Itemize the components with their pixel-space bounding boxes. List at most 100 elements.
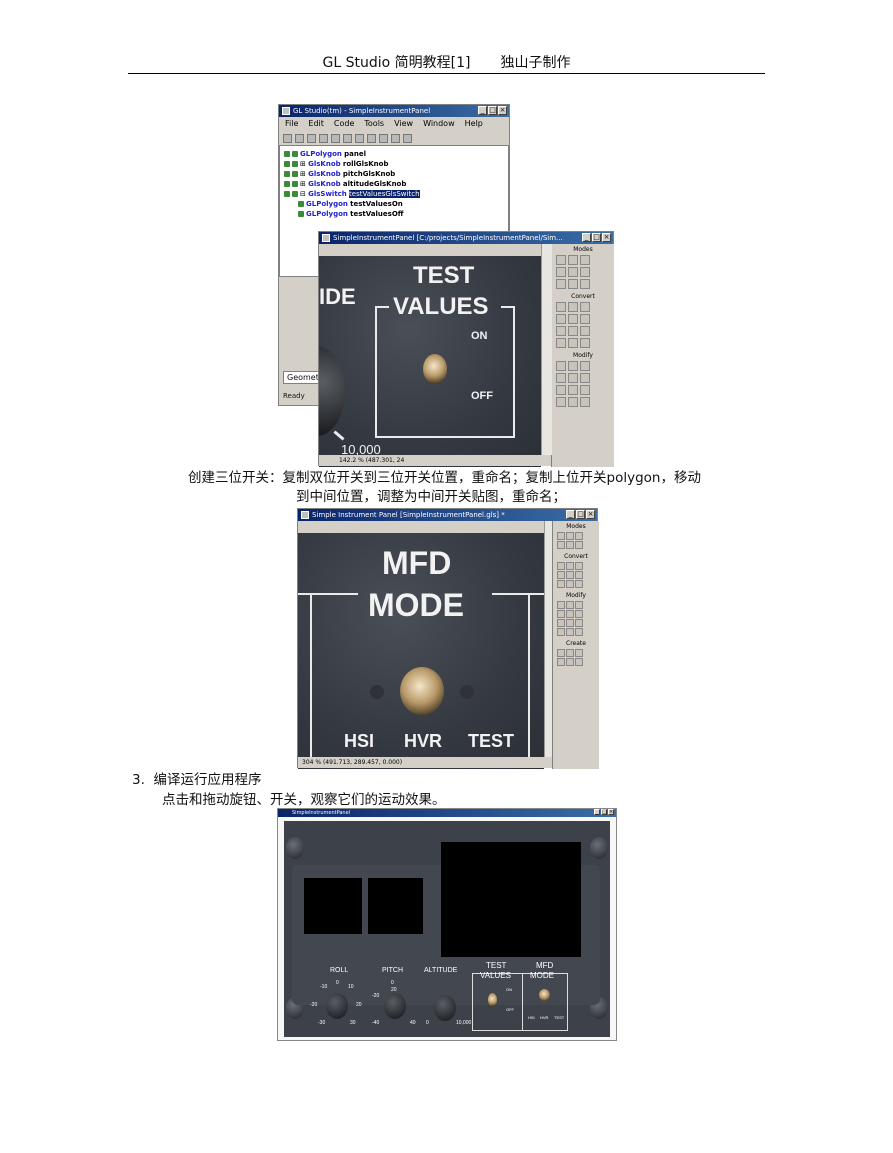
menu-tools[interactable]: Tools bbox=[364, 119, 385, 128]
save-all-icon[interactable] bbox=[319, 133, 328, 143]
tool[interactable] bbox=[566, 580, 574, 588]
tool[interactable] bbox=[575, 532, 583, 540]
convert-tool[interactable] bbox=[568, 302, 578, 312]
cut-icon[interactable] bbox=[367, 133, 376, 143]
tool[interactable] bbox=[575, 649, 583, 657]
grid-tool[interactable] bbox=[580, 255, 590, 265]
tool[interactable] bbox=[566, 610, 574, 618]
tool[interactable] bbox=[566, 562, 574, 570]
visible-icon[interactable] bbox=[284, 191, 290, 197]
minimize-button[interactable]: _ bbox=[582, 233, 591, 242]
modify-tool[interactable] bbox=[568, 385, 578, 395]
test-values-switch[interactable] bbox=[423, 354, 447, 384]
visible-icon[interactable] bbox=[284, 151, 290, 157]
test-values-switch[interactable] bbox=[488, 993, 497, 1007]
tree-item[interactable]: ⊞ GlsKnob rollGlsKnob bbox=[284, 159, 504, 169]
tool[interactable] bbox=[575, 580, 583, 588]
maximize-button[interactable]: □ bbox=[601, 809, 607, 815]
select-tool[interactable] bbox=[556, 255, 566, 265]
tool[interactable] bbox=[575, 628, 583, 636]
roll-knob[interactable] bbox=[326, 993, 348, 1019]
visible-icon[interactable] bbox=[284, 181, 290, 187]
lock-icon[interactable] bbox=[292, 151, 298, 157]
properties-icon[interactable] bbox=[343, 133, 352, 143]
tool[interactable] bbox=[566, 619, 574, 627]
maximize-button[interactable]: □ bbox=[592, 233, 601, 242]
tree-item[interactable]: GLPolygon testValuesOn bbox=[284, 199, 504, 209]
paste-icon[interactable] bbox=[391, 133, 400, 143]
modify-tool[interactable] bbox=[556, 397, 566, 407]
move-tool[interactable] bbox=[556, 267, 566, 277]
modify-tool[interactable] bbox=[580, 385, 590, 395]
menu-window[interactable]: Window bbox=[423, 119, 455, 128]
modify-tool[interactable] bbox=[580, 373, 590, 383]
mfd-mode-switch[interactable] bbox=[400, 667, 444, 715]
tool[interactable] bbox=[566, 532, 574, 540]
tool[interactable] bbox=[557, 658, 565, 666]
tool[interactable] bbox=[566, 571, 574, 579]
tool[interactable] bbox=[566, 649, 574, 657]
tool[interactable] bbox=[557, 601, 565, 609]
close-button[interactable]: × bbox=[586, 510, 595, 519]
tool[interactable] bbox=[557, 532, 565, 540]
menu-code[interactable]: Code bbox=[333, 119, 355, 128]
modify-tool[interactable] bbox=[568, 361, 578, 371]
convert-tool[interactable] bbox=[580, 338, 590, 348]
print-icon[interactable] bbox=[331, 133, 340, 143]
run-icon[interactable] bbox=[403, 133, 412, 143]
zoom-tool[interactable] bbox=[568, 267, 578, 277]
vertex-tool[interactable] bbox=[568, 255, 578, 265]
minimize-button[interactable]: _ bbox=[566, 510, 575, 519]
tool[interactable] bbox=[557, 649, 565, 657]
build-icon[interactable] bbox=[355, 133, 364, 143]
copy-icon[interactable] bbox=[379, 133, 388, 143]
open-icon[interactable] bbox=[295, 133, 304, 143]
convert-tool[interactable] bbox=[580, 314, 590, 324]
rotate-tool[interactable] bbox=[556, 279, 566, 289]
mfd-mode-switch[interactable] bbox=[539, 989, 550, 1001]
gl-studio-titlebar[interactable]: GL Studio(tm) - SimpleInstrumentPanel _□… bbox=[279, 105, 509, 117]
close-button[interactable]: × bbox=[602, 233, 611, 242]
tool[interactable] bbox=[557, 619, 565, 627]
convert-tool[interactable] bbox=[580, 302, 590, 312]
lock-icon[interactable] bbox=[292, 181, 298, 187]
pick-tool[interactable] bbox=[580, 279, 590, 289]
pan-tool[interactable] bbox=[580, 267, 590, 277]
tree-item[interactable]: ⊞ GlsKnob pitchGlsKnob bbox=[284, 169, 504, 179]
convert-tool[interactable] bbox=[556, 314, 566, 324]
maximize-button[interactable]: □ bbox=[576, 510, 585, 519]
tree-item[interactable]: GLPolygon panel bbox=[284, 149, 504, 159]
tool[interactable] bbox=[557, 628, 565, 636]
lock-icon[interactable] bbox=[292, 191, 298, 197]
visible-icon[interactable] bbox=[298, 211, 304, 217]
tool[interactable] bbox=[557, 571, 565, 579]
visible-icon[interactable] bbox=[284, 161, 290, 167]
lock-icon[interactable] bbox=[292, 171, 298, 177]
vertical-scrollbar[interactable] bbox=[544, 521, 553, 757]
convert-tool[interactable] bbox=[580, 326, 590, 336]
minimize-button[interactable]: _ bbox=[478, 106, 487, 115]
geometry-tab[interactable]: Geomet bbox=[283, 371, 323, 384]
editor-titlebar[interactable]: SimpleInstrumentPanel [C:/projects/Simpl… bbox=[319, 232, 613, 244]
new-icon[interactable] bbox=[283, 133, 292, 143]
tool[interactable] bbox=[575, 601, 583, 609]
modify-tool[interactable] bbox=[580, 397, 590, 407]
vertical-scrollbar[interactable] bbox=[541, 244, 552, 455]
tree-item[interactable]: GLPolygon testValuesOff bbox=[284, 209, 504, 219]
tree-item-selected[interactable]: ⊟ GlsSwitch testValuesGlsSwitch bbox=[284, 189, 504, 199]
modify-tool[interactable] bbox=[580, 361, 590, 371]
editor-canvas[interactable]: IDE TEST VALUES ON OFF 10,000 bbox=[319, 256, 541, 467]
editor-titlebar[interactable]: Simple Instrument Panel [SimpleInstrumen… bbox=[298, 509, 597, 521]
tool[interactable] bbox=[557, 541, 565, 549]
modify-tool[interactable] bbox=[556, 361, 566, 371]
visible-icon[interactable] bbox=[298, 201, 304, 207]
convert-tool[interactable] bbox=[568, 338, 578, 348]
pitch-knob[interactable] bbox=[384, 993, 406, 1019]
tool[interactable] bbox=[557, 610, 565, 618]
tool[interactable] bbox=[566, 601, 574, 609]
modify-tool[interactable] bbox=[556, 373, 566, 383]
convert-tool[interactable] bbox=[556, 302, 566, 312]
minimize-button[interactable]: _ bbox=[594, 809, 600, 815]
modify-tool[interactable] bbox=[556, 385, 566, 395]
altitude-knob-partial[interactable] bbox=[319, 346, 345, 436]
